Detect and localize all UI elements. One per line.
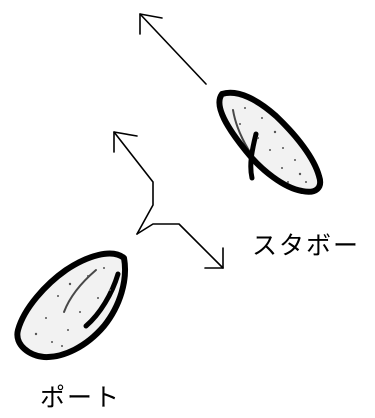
- port-boat-inner-stroke: [63, 269, 97, 313]
- starboard-boat-speckles: [239, 107, 307, 183]
- crossing-path-lower-arrowhead-icon: [204, 247, 224, 269]
- starboard-boat-mast: [248, 131, 259, 181]
- starboard-heading-arrowhead-icon: [139, 13, 163, 35]
- crossing-path-upper-arrowhead-icon: [113, 131, 138, 153]
- starboard-boat-hull: [216, 89, 323, 195]
- crossing-path-arrow: [113, 131, 224, 269]
- starboard-heading-arrow-shaft: [139, 13, 207, 85]
- port-boat-icon: [14, 250, 128, 361]
- starboard-boat-icon: [216, 89, 323, 195]
- crossing-path-lower-branch: [136, 223, 224, 269]
- port-boat-speckles: [34, 267, 111, 347]
- starboard-label: スタボー: [252, 231, 361, 260]
- starboard-boat-inner-stroke: [232, 109, 263, 169]
- port-boat-hull: [14, 250, 128, 361]
- starboard-heading-arrow: [139, 13, 207, 85]
- port-label: ポート: [40, 383, 122, 412]
- crossing-path-upper-branch: [113, 131, 154, 235]
- port-boat-mast: [83, 271, 121, 329]
